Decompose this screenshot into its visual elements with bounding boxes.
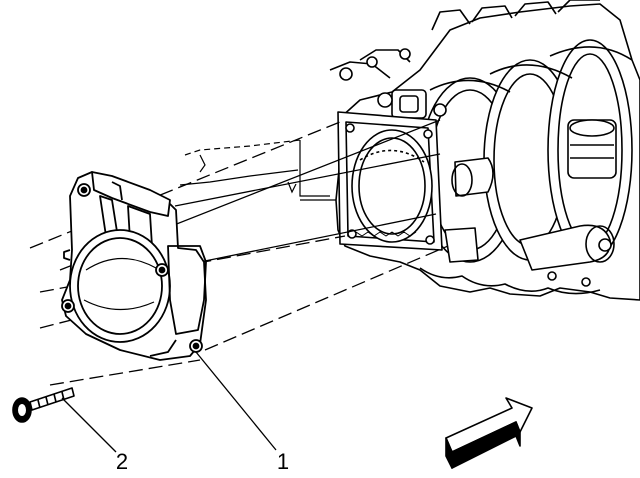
callout-2: 2 <box>116 449 128 474</box>
manifold-inlet-flange <box>337 111 443 251</box>
throttle-body-bolt <box>12 387 75 423</box>
inlet-duct-outline <box>179 139 336 201</box>
throttle-body <box>61 171 207 361</box>
leader-lines <box>61 351 277 453</box>
callout-1: 1 <box>277 449 289 474</box>
front-arrow-icon <box>445 397 533 469</box>
leader-line-1 <box>195 351 277 451</box>
leader-line-2 <box>61 397 117 453</box>
